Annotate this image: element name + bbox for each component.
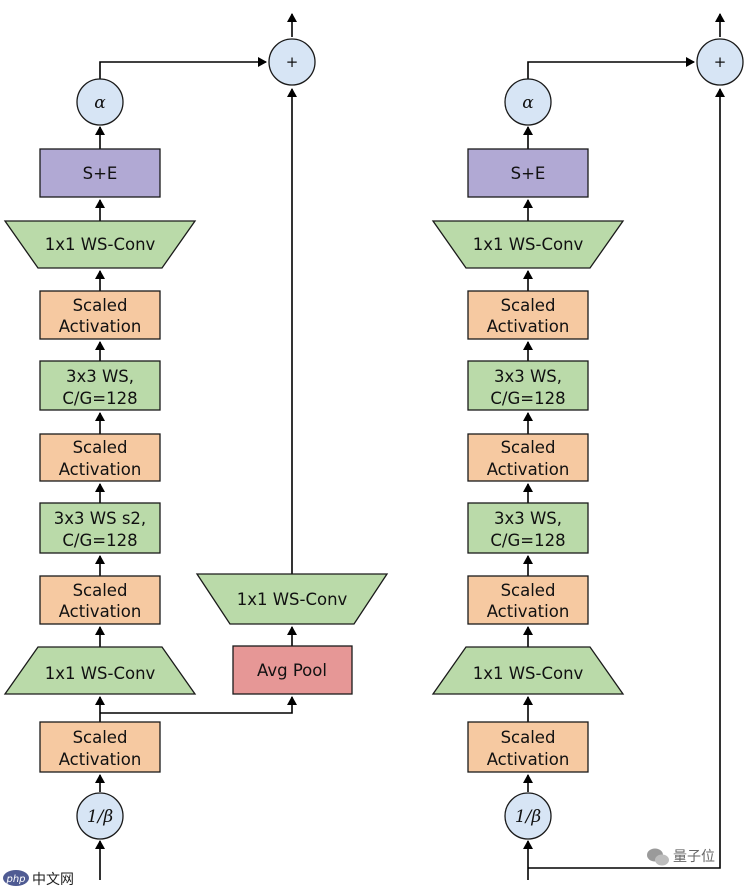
- qbitai-watermark-text: 量子位: [673, 849, 715, 865]
- alpha-label: α: [522, 93, 534, 113]
- conv-3x3-line2: C/G=128: [490, 389, 565, 408]
- scaled-activation-line1: Scaled: [501, 296, 556, 315]
- scaled-activation-line1: Scaled: [501, 728, 556, 747]
- conv-3x3-s2-line2: C/G=128: [62, 531, 137, 550]
- plus-label: +: [714, 53, 727, 71]
- qbitai-watermark: 量子位: [647, 848, 715, 866]
- squeeze-excite-box: [39, 148, 161, 198]
- scaled-activation-line2: Activation: [59, 750, 142, 769]
- scaled-activation-line2: Activation: [487, 750, 570, 769]
- squeeze-excite-label: S+E: [511, 164, 546, 183]
- conv-3x3-line1: 3x3 WS,: [494, 367, 562, 386]
- scaled-activation-box: [467, 433, 589, 482]
- scaled-activation-box: [39, 721, 161, 773]
- alpha-scale-circle: [76, 78, 124, 126]
- scaled-activation-line1: Scaled: [73, 296, 128, 315]
- inv-beta-scale-circle: [76, 792, 124, 840]
- squeeze-excite-box: [467, 148, 589, 198]
- conv-3x3-box: [467, 502, 589, 554]
- conv-3x3-box: [39, 360, 161, 411]
- scaled-activation-line1: Scaled: [501, 438, 556, 457]
- scaled-activation-line2: Activation: [59, 317, 142, 336]
- squeeze-excite-label: S+E: [83, 164, 118, 183]
- transition-block: 1/β Scaled Activation 1x1 WS-Conv Scaled…: [3, 13, 389, 880]
- right-wires: [523, 13, 725, 880]
- scaled-activation-line2: Activation: [59, 602, 142, 621]
- php-watermark-text: 中文网: [32, 872, 74, 888]
- plus-label: +: [286, 53, 299, 71]
- non-transition-block: 1/β Scaled Activation 1x1 WS-Conv Scaled…: [431, 13, 744, 880]
- scaled-activation-line1: Scaled: [73, 728, 128, 747]
- conv-1x1-label: 1x1 WS-Conv: [473, 235, 584, 254]
- inv-beta-scale-circle: [504, 792, 552, 840]
- shortcut-conv-1x1-label: 1x1 WS-Conv: [237, 590, 348, 609]
- scaled-activation-line1: Scaled: [501, 581, 556, 600]
- scaled-activation-line2: Activation: [487, 317, 570, 336]
- scaled-activation-box: [467, 290, 589, 340]
- conv-3x3-line2: C/G=128: [490, 531, 565, 550]
- conv-1x1-trapezoid: [3, 220, 197, 269]
- residual-sum-circle: [696, 38, 744, 86]
- shortcut-conv-1x1-trapezoid: [195, 573, 389, 625]
- conv-3x3-line1: 3x3 WS,: [494, 509, 562, 528]
- php-watermark: php 中文网: [3, 870, 74, 888]
- conv-3x3-line2: C/G=128: [62, 389, 137, 408]
- conv-1x1-label: 1x1 WS-Conv: [45, 664, 156, 683]
- scaled-activation-line2: Activation: [487, 602, 570, 621]
- scaled-activation-box: [39, 433, 161, 482]
- conv-3x3-s2-box: [39, 502, 161, 554]
- scaled-activation-line1: Scaled: [73, 438, 128, 457]
- scaled-activation-box: [467, 575, 589, 625]
- scaled-activation-box: [39, 575, 161, 625]
- left-wires: [95, 13, 297, 880]
- inv-beta-label: 1/β: [515, 807, 542, 827]
- conv-1x1-label: 1x1 WS-Conv: [473, 664, 584, 683]
- conv-1x1-trapezoid: [431, 220, 625, 269]
- conv-3x3-box: [467, 360, 589, 411]
- scaled-activation-box: [39, 290, 161, 340]
- avg-pool-box: [232, 645, 353, 695]
- scaled-activation-line2: Activation: [487, 460, 570, 479]
- php-logo-text: php: [5, 874, 25, 885]
- conv-1x1-trapezoid: [3, 646, 197, 695]
- conv-1x1-label: 1x1 WS-Conv: [45, 235, 156, 254]
- avg-pool-label: Avg Pool: [257, 661, 327, 680]
- conv-3x3-s2-line1: 3x3 WS s2,: [54, 509, 146, 528]
- scaled-activation-box: [467, 721, 589, 773]
- conv-3x3-line1: 3x3 WS,: [66, 367, 134, 386]
- alpha-label: α: [94, 93, 106, 113]
- wechat-icon: [647, 848, 669, 866]
- residual-sum-circle: [268, 38, 316, 86]
- php-logo-icon: [3, 870, 29, 886]
- scaled-activation-line2: Activation: [59, 460, 142, 479]
- scaled-activation-line1: Scaled: [73, 581, 128, 600]
- alpha-scale-circle: [504, 78, 552, 126]
- inv-beta-label: 1/β: [87, 807, 114, 827]
- conv-1x1-trapezoid: [431, 646, 625, 695]
